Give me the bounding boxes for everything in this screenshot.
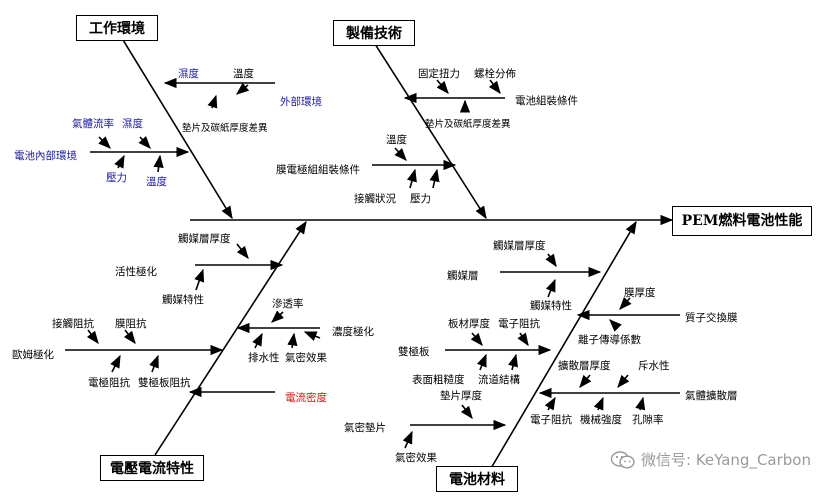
label-seal-eff-l: 氣密效果 [285,352,327,364]
category-voltage: 電壓電流特性 [100,455,204,481]
label-bolt-dist: 螺栓分佈 [474,68,516,80]
label-catalyst-thick-l: 觸媒層厚度 [178,233,231,245]
label-hydrophobic: 斥水性 [638,360,670,372]
bone-work-env [119,34,233,220]
label-plate-thick: 板材厚度 [448,318,490,330]
label-contact: 接觸狀況 [354,193,396,205]
label-electrode-res: 電極阻抗 [88,377,130,389]
label-catalyst-layer: 觸媒層 [447,270,479,282]
label-mea-assembly: 膜電極組組裝條件 [276,164,360,176]
label-catalyst-thick-r: 觸媒層厚度 [493,240,546,252]
label-internal-env: 電池內部環境 [14,150,77,162]
label-mech-strength: 機械強度 [580,414,622,426]
label-thickness-diff-2: 墊片及碳紙厚度差異 [425,119,511,130]
label-flow-struct: 流道結構 [478,374,520,386]
label-cell-assembly: 電池組裝條件 [515,95,578,107]
label-diff-thick: 擴散層厚度 [558,360,611,372]
label-ion-cond: 離子傳導係數 [578,334,641,346]
bone-material [489,220,637,471]
category-work-env: 工作環境 [76,15,158,41]
category-tech: 製備技術 [333,20,415,46]
label-humidity-top: 濕度 [178,68,199,80]
label-porosity: 孔隙率 [632,414,664,426]
label-permeability: 滲透率 [272,298,304,310]
watermark-text: 微信号: KeYang_Carbon [641,450,811,469]
label-catalyst-prop-r: 觸媒特性 [530,300,572,312]
label-fixed-torque: 固定扭力 [418,68,460,80]
label-catalyst-prop-l: 觸媒特性 [162,294,204,306]
label-pressure: 壓力 [106,172,127,184]
label-gasket-thick: 墊片厚度 [440,390,482,402]
label-conc-polar: 濃度極化 [332,326,374,338]
label-humidity-mid: 濕度 [122,118,143,130]
wechat-icon [611,451,635,469]
label-elec-res-b: 電子阻抗 [530,414,572,426]
label-humidity-mea: 溫度 [386,134,407,146]
label-temperature-bot: 溫度 [146,176,167,188]
label-membrane-res: 膜阻抗 [115,318,147,330]
label-seal-eff-r: 氣密效果 [395,452,437,464]
bone-voltage [154,220,307,456]
label-activation: 活性極化 [115,266,157,278]
label-drainage: 排水性 [248,352,280,364]
result-box: PEM燃料電池性能 [672,206,812,236]
label-external-env: 外部環境 [280,96,322,108]
label-ohmic: 歐姆極化 [12,349,54,361]
label-bipolar-res: 雙極板阻抗 [138,377,191,389]
label-current-density: 電流密度 [285,392,327,404]
bone-tech [374,43,487,220]
label-temperature-top: 溫度 [233,68,254,80]
label-gdl: 氣體擴散層 [685,390,738,402]
label-membrane-thick: 膜厚度 [624,287,656,299]
label-gasket: 氣密墊片 [344,422,386,434]
label-elec-res-r: 電子阻抗 [498,318,540,330]
label-gas-flow: 氣體流率 [72,118,114,130]
label-thickness-diff-1: 墊片及碳紙厚度差異 [182,123,268,134]
label-surface-rough: 表面粗糙度 [412,374,465,386]
watermark: 微信号: KeYang_Carbon [610,449,811,471]
label-pem: 質子交換膜 [685,312,738,324]
label-contact-res: 接觸阻抗 [52,318,94,330]
label-bipolar: 雙極板 [398,346,430,358]
label-pressure-mea: 壓力 [410,193,431,205]
category-material: 電池材料 [436,466,518,492]
